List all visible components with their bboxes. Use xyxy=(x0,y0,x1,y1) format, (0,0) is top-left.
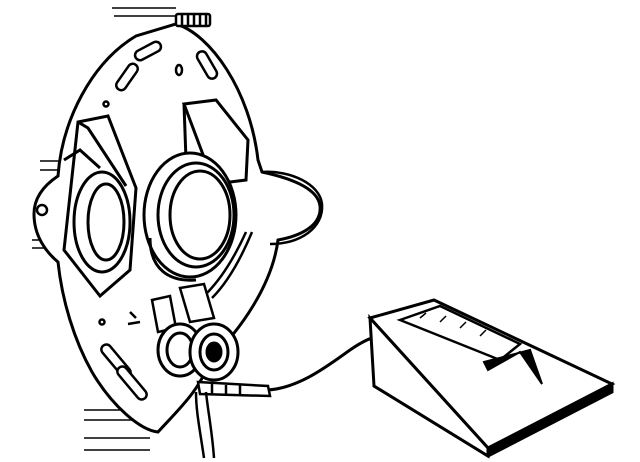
meter-needle xyxy=(482,348,543,385)
test-probe-clip xyxy=(194,380,272,459)
mounting-stud xyxy=(174,12,212,28)
center-bolt xyxy=(156,322,240,382)
lower-bracket xyxy=(127,282,216,334)
meter-dial xyxy=(396,304,523,362)
continuity-meter xyxy=(367,298,616,459)
test-lead-wire xyxy=(267,334,379,392)
plate-slots xyxy=(35,40,219,401)
exciter-coil-left xyxy=(62,114,138,299)
exciter-coil-right xyxy=(142,98,250,282)
coil-wire-loop xyxy=(205,170,324,299)
